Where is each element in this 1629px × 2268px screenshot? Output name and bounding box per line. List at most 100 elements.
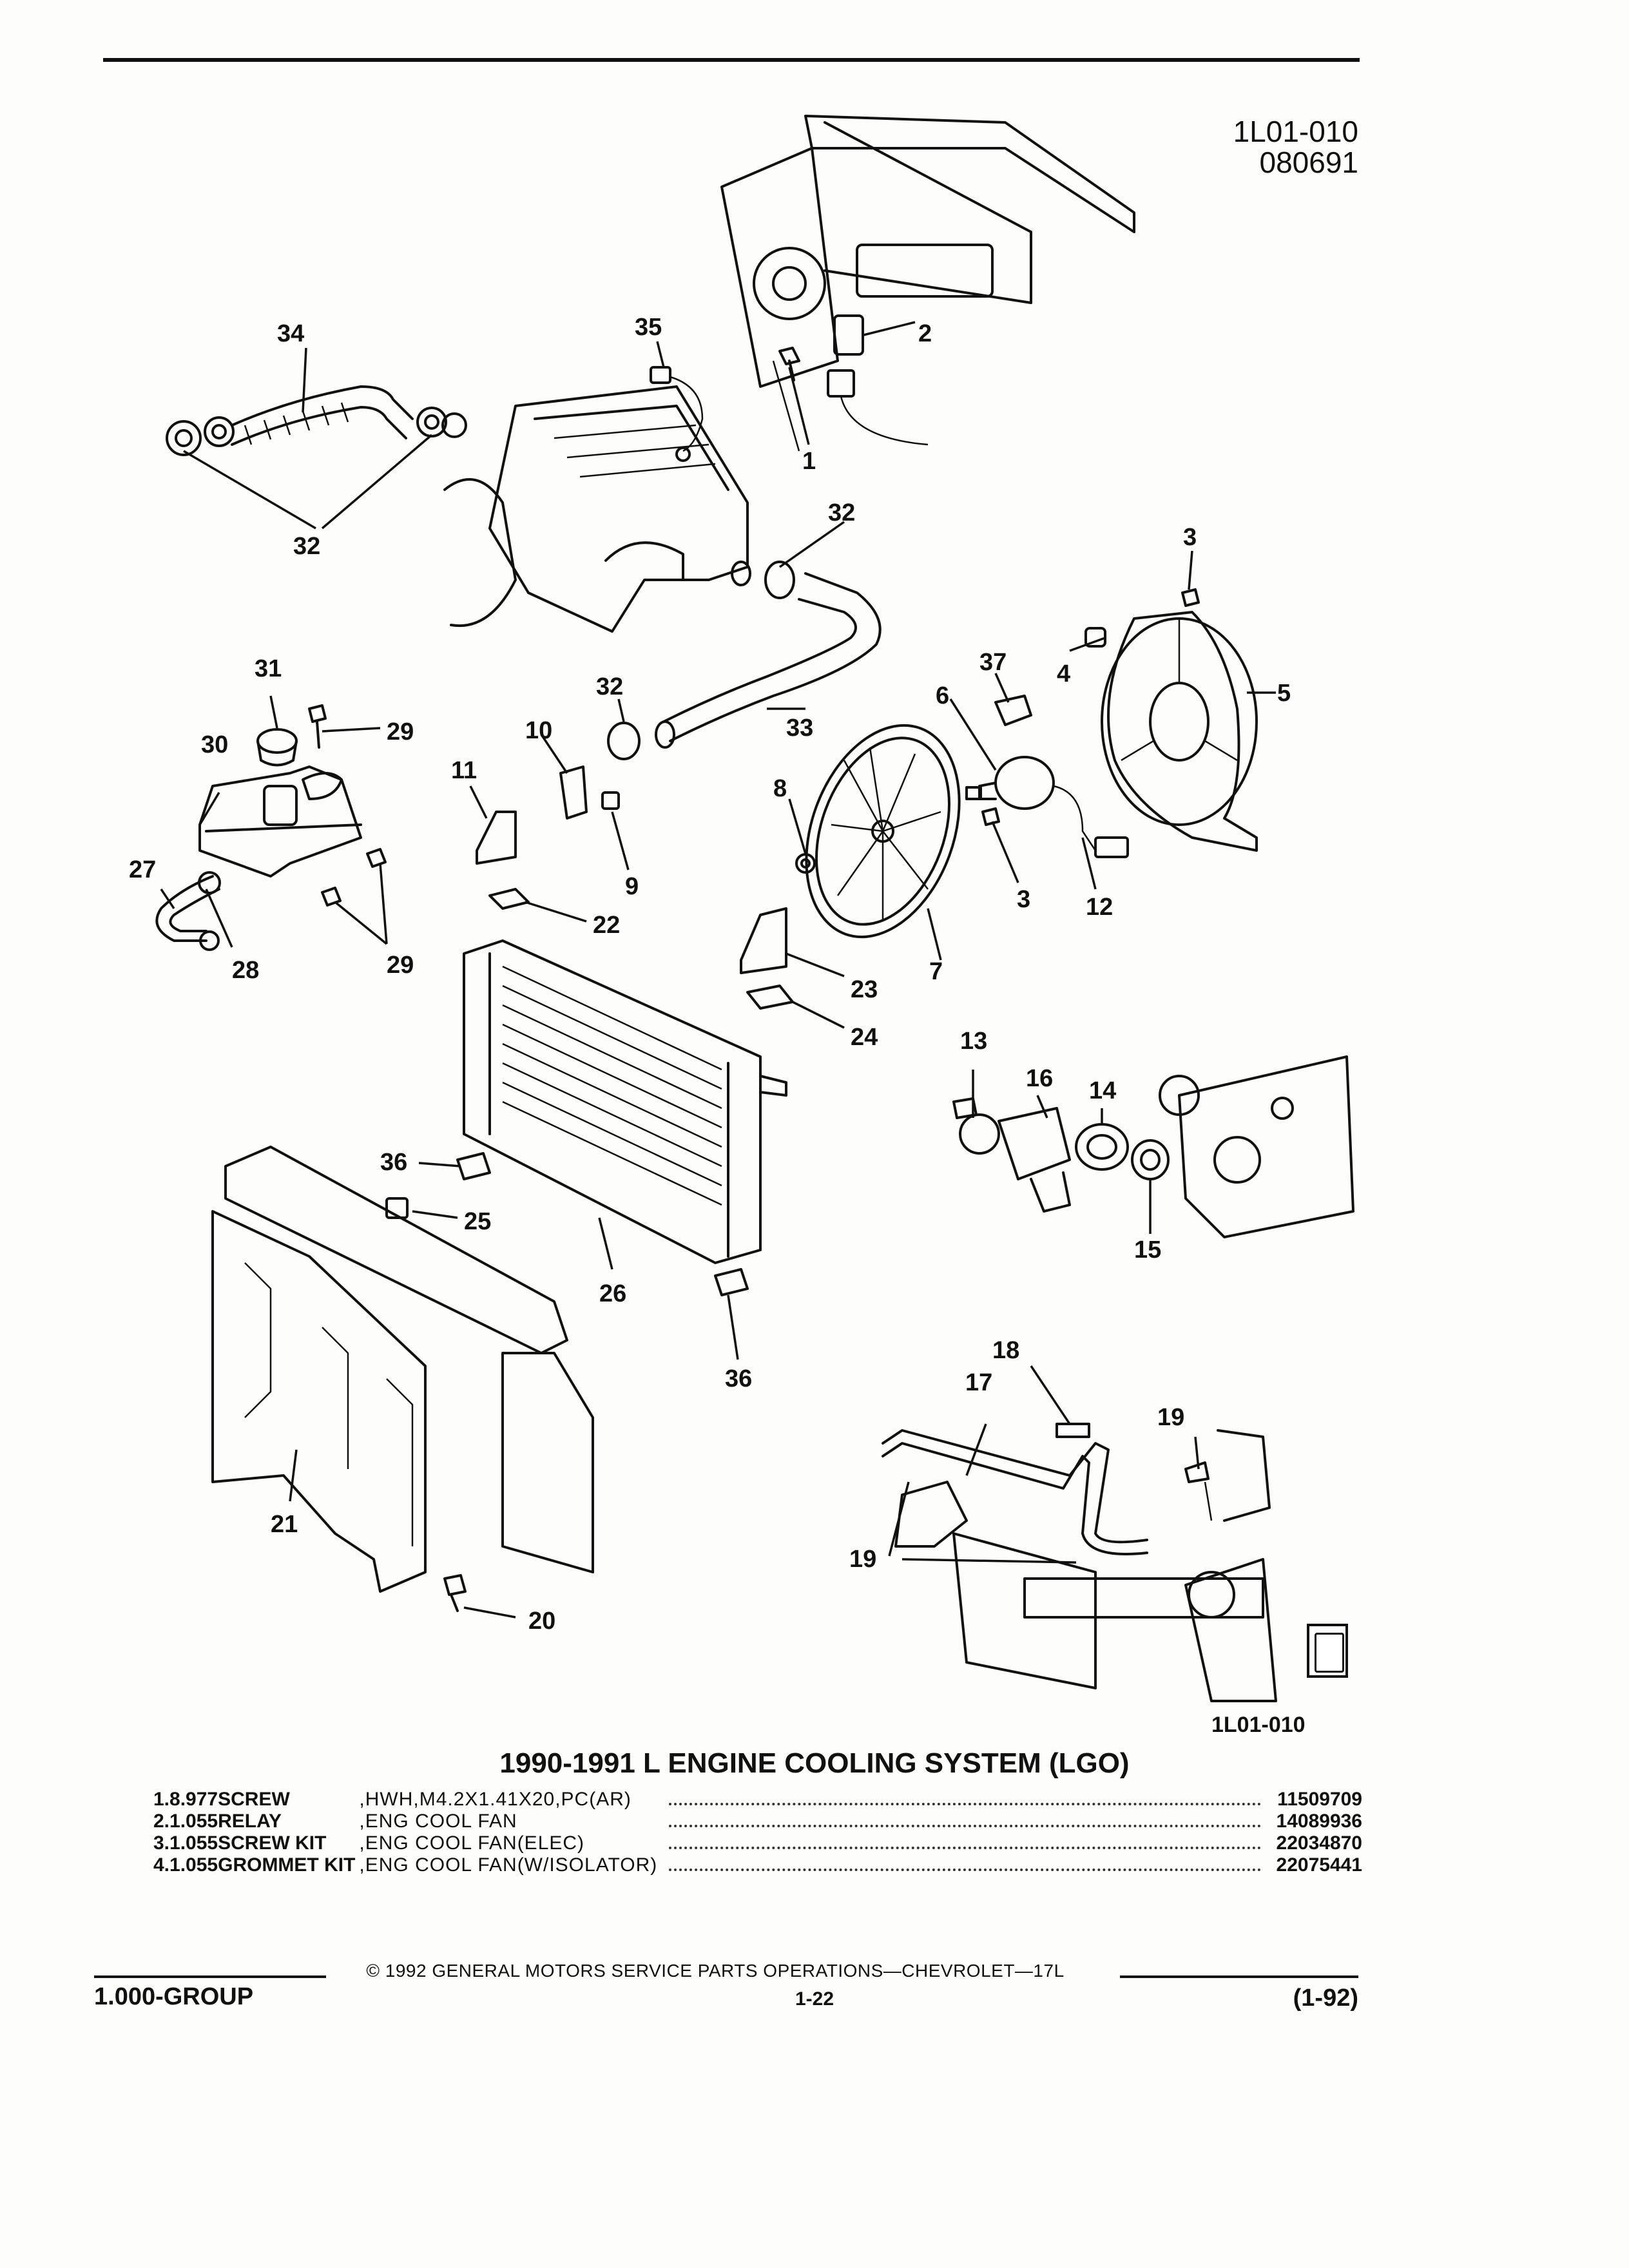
nut-part-8 <box>795 853 816 874</box>
callout-14: 14 <box>1089 1077 1116 1104</box>
callout-3-a: 3 <box>1183 524 1197 551</box>
callout-36-a: 36 <box>380 1149 407 1176</box>
callout-26: 26 <box>599 1280 626 1307</box>
part-item-number: 1. <box>153 1789 170 1810</box>
callout-25: 25 <box>464 1208 491 1235</box>
callout-23: 23 <box>851 976 878 1003</box>
grommet-part-4 <box>1084 627 1106 648</box>
part-description: ,ENG COOL FAN(W/ISOLATOR) <box>359 1854 658 1876</box>
part-item-number: 4. <box>153 1854 170 1876</box>
callout-1: 1 <box>802 448 816 475</box>
dot-leader-line <box>669 1825 1261 1827</box>
deflector-part-21 <box>211 1146 594 1593</box>
connector-part-12 <box>1094 836 1129 858</box>
callout-27: 27 <box>129 856 156 883</box>
callout-32-a: 32 <box>293 533 320 560</box>
reservoir-part-30 <box>198 765 362 878</box>
hose-part-33 <box>607 561 882 760</box>
callout-19-a: 19 <box>1157 1404 1184 1431</box>
callout-17: 17 <box>965 1369 992 1396</box>
callouts: 1 2 3 3 3 4 5 6 7 8 9 10 11 12 13 14 15 … <box>129 314 1291 1635</box>
gm-spo-logo-mark <box>1315 1633 1344 1673</box>
dot-leader-line <box>669 1847 1261 1849</box>
bracket-part-11 <box>476 811 517 865</box>
top-rule <box>103 58 1360 62</box>
callout-29-a: 29 <box>387 718 414 745</box>
part-description: ,ENG COOL FAN(ELEC) <box>359 1832 585 1854</box>
insulator-part-22 <box>488 888 530 910</box>
callout-33: 33 <box>786 715 813 742</box>
cooling-system-diagram: 1 2 3 3 3 4 5 6 7 8 9 10 11 12 13 14 15 … <box>129 115 1354 1702</box>
dot-leader-line <box>669 1803 1261 1805</box>
callout-20: 20 <box>528 1608 555 1635</box>
screw-part-3 <box>981 588 1200 826</box>
figure-id-label: 1L01-010 <box>1211 1713 1306 1737</box>
part-item-number: 3. <box>153 1832 170 1854</box>
callout-35: 35 <box>635 314 662 341</box>
callout-9: 9 <box>625 873 639 900</box>
part-number: 22075441 <box>1276 1854 1362 1876</box>
part-item-number: 2. <box>153 1811 170 1832</box>
dot-leader-line <box>669 1869 1261 1871</box>
engine-block <box>443 385 749 633</box>
motor-part-6 <box>965 756 1097 851</box>
part-description: ,HWH,M4.2X1.41X20,PC(AR) <box>359 1789 631 1810</box>
hose-part-27 <box>155 871 221 951</box>
cap-part-31 <box>256 728 298 767</box>
part-name: SCREW <box>218 1789 290 1810</box>
relay-part-2 <box>827 314 929 446</box>
shroud-part-5 <box>1101 611 1258 852</box>
part-description: ,ENG COOL FAN <box>359 1811 517 1832</box>
screw-part-1 <box>778 347 800 381</box>
callout-4: 4 <box>1057 660 1070 687</box>
callout-7: 7 <box>929 958 943 985</box>
callout-28: 28 <box>232 957 259 984</box>
bracket-part-10 <box>559 765 620 820</box>
footer-rule-right <box>1120 1975 1358 1978</box>
bolt-part-29 <box>308 704 387 907</box>
fan-part-7 <box>805 724 961 939</box>
part-quantity: 8.977 <box>169 1789 218 1810</box>
figure-code-block: 1L01-010 080691 <box>1233 116 1358 178</box>
part-number: 22034870 <box>1276 1832 1362 1854</box>
date-code: (1-92) <box>1293 1984 1358 2012</box>
copyright-line: © 1992 GENERAL MOTORS SERVICE PARTS OPER… <box>366 1961 1065 1981</box>
part-name: SCREW KIT <box>218 1832 327 1854</box>
callout-24: 24 <box>851 1024 878 1051</box>
group-label: 1.000-GROUP <box>94 1983 254 2010</box>
callout-13: 13 <box>960 1028 987 1055</box>
callout-15: 15 <box>1134 1236 1161 1264</box>
thermostat-assembly <box>952 1055 1354 1238</box>
insulator-part-24 <box>746 985 794 1010</box>
callout-3-b: 3 <box>1017 886 1030 913</box>
figure-code: 1L01-010 <box>1233 115 1358 148</box>
bolt-part-20 <box>443 1574 467 1612</box>
callout-21: 21 <box>271 1511 298 1538</box>
callout-34: 34 <box>277 320 304 347</box>
callout-2: 2 <box>918 320 932 347</box>
connector-part-37 <box>994 695 1032 726</box>
leader-lines <box>160 321 1276 1619</box>
part-number: 14089936 <box>1276 1811 1362 1832</box>
callout-16: 16 <box>1026 1065 1053 1092</box>
callout-8: 8 <box>773 775 787 802</box>
callout-29-b: 29 <box>387 952 414 979</box>
callout-19-b: 19 <box>849 1546 876 1573</box>
callout-32-c: 32 <box>596 673 623 700</box>
callout-30: 30 <box>201 731 228 758</box>
dot-leader <box>657 1789 1276 1811</box>
radiator-part-26 <box>463 939 787 1264</box>
callout-32-b: 32 <box>828 499 855 526</box>
part-name: GROMMET KIT <box>218 1854 356 1876</box>
callout-18: 18 <box>992 1337 1019 1364</box>
callout-12: 12 <box>1086 894 1113 921</box>
page-number: 1-22 <box>795 1988 834 2010</box>
figure-date: 080691 <box>1259 146 1359 179</box>
part-quantity: 1.055 <box>169 1832 218 1854</box>
callout-11: 11 <box>451 757 477 784</box>
